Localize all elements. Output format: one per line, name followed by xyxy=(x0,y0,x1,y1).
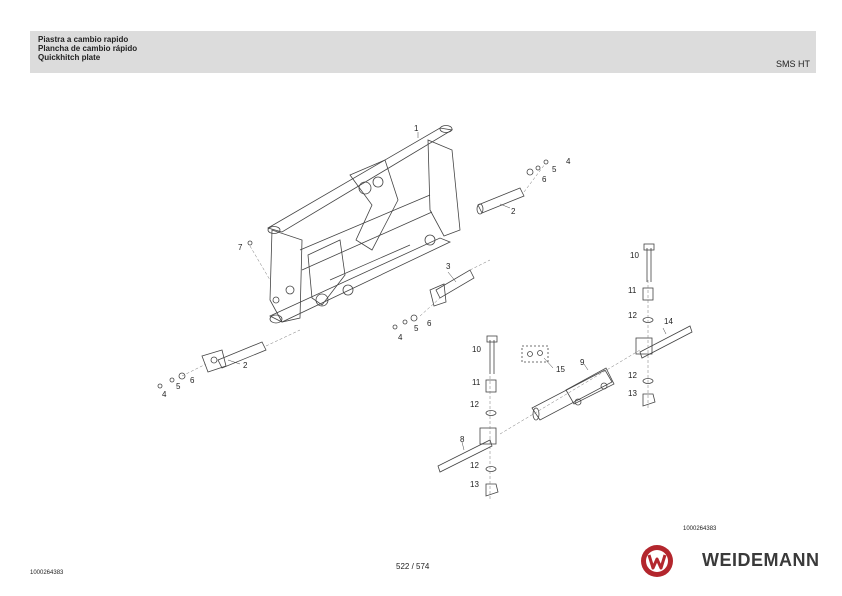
callout-2-upper: 2 xyxy=(511,207,516,216)
callout-1: 1 xyxy=(414,124,419,133)
callout-12-left-lower: 12 xyxy=(470,461,479,470)
title-english: Quickhitch plate xyxy=(38,53,101,62)
callout-7: 7 xyxy=(238,243,243,252)
callout-15: 15 xyxy=(556,365,565,374)
callout-14: 14 xyxy=(664,317,673,326)
title-italian: Piastra a cambio rapido xyxy=(38,35,129,44)
document-number: 1000264383 xyxy=(30,570,64,576)
callout-6-middle: 6 xyxy=(427,319,432,328)
callout-5-middle: 5 xyxy=(414,324,419,333)
callout-13-left: 13 xyxy=(470,480,479,489)
callout-3: 3 xyxy=(446,262,451,271)
assembly-axis-lines xyxy=(181,163,649,500)
callout-8: 8 xyxy=(460,435,465,444)
callout-6-lower: 6 xyxy=(190,376,195,385)
page-header: Piastra a cambio rapido Plancha de cambi… xyxy=(30,31,816,73)
callout-5-upper: 5 xyxy=(552,165,557,174)
drawing-number: 1000264383 xyxy=(683,526,717,532)
weidemann-logo-icon xyxy=(641,545,673,577)
quickhitch-frame xyxy=(266,125,461,324)
brand-name: WEIDEMANN xyxy=(702,550,820,570)
callout-11-left: 11 xyxy=(472,378,481,387)
callout-12-left-upper: 12 xyxy=(470,400,479,409)
page-number: 522 / 574 xyxy=(396,562,430,571)
callout-9: 9 xyxy=(580,358,585,367)
model-name: SMS HT xyxy=(775,59,810,69)
callout-6-upper: 6 xyxy=(542,175,547,184)
leader-lines xyxy=(227,132,667,451)
callout-13-right: 13 xyxy=(628,389,637,398)
callout-2-lower: 2 xyxy=(243,361,248,370)
callout-5-lower: 5 xyxy=(176,382,181,391)
callout-4-upper: 4 xyxy=(566,157,571,166)
callout-10-right: 10 xyxy=(630,251,639,260)
callout-4-middle: 4 xyxy=(398,333,403,342)
callout-4-lower: 4 xyxy=(162,390,167,399)
callout-12-right-upper: 12 xyxy=(628,311,637,320)
callout-12-right-lower: 12 xyxy=(628,371,637,380)
pins-and-cylinder xyxy=(157,159,693,497)
title-spanish: Plancha de cambio rápido xyxy=(38,44,138,53)
callout-11-right: 11 xyxy=(628,286,637,295)
callout-10-left: 10 xyxy=(472,345,481,354)
